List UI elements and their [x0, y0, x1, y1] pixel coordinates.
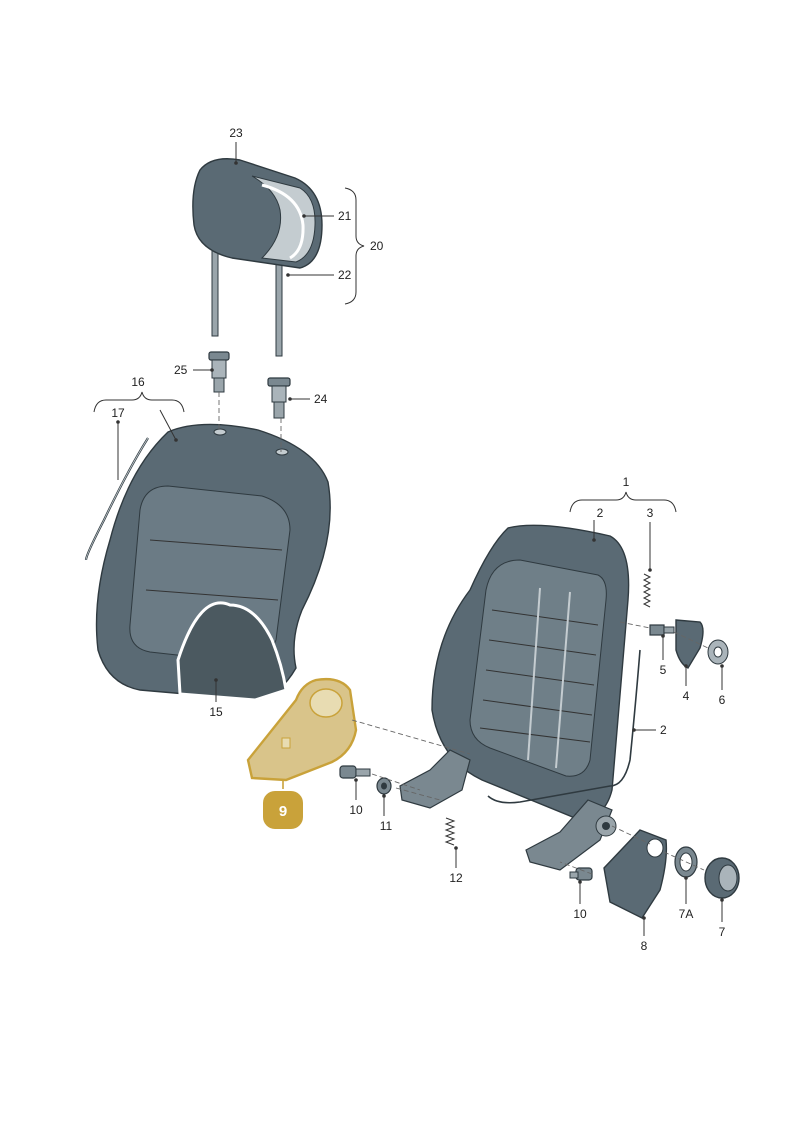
headrest-cover-cutaway — [251, 175, 316, 263]
callout-labels: 23 21 20 22 25 24 16 17 15 1 2 3 5 4 6 2… — [111, 126, 725, 953]
callout-20: 20 — [370, 239, 384, 253]
callout-5: 5 — [660, 663, 667, 677]
backrest-frame[interactable] — [399, 524, 630, 871]
callout-10-left: 10 — [349, 803, 363, 817]
bolt-5[interactable] — [649, 624, 675, 636]
callout-25: 25 — [174, 363, 188, 377]
nut-11[interactable] — [376, 777, 392, 795]
callout-17: 17 — [111, 406, 125, 420]
callout-2-side: 2 — [660, 723, 667, 737]
release-lever-4[interactable] — [675, 619, 704, 669]
headrest[interactable] — [192, 158, 323, 357]
backrest-frame-inner — [469, 559, 607, 777]
backrest-foam-cutaway — [176, 601, 288, 702]
callout-4: 4 — [683, 689, 690, 703]
frame-hinge-right — [525, 799, 613, 871]
leader-lines — [116, 142, 724, 936]
callout-6: 6 — [719, 693, 726, 707]
bowden-cable-2[interactable] — [487, 649, 641, 804]
callout-9: 9 — [279, 803, 287, 820]
callout-8: 8 — [641, 939, 648, 953]
hinge-cover-8[interactable] — [603, 829, 668, 919]
callout-2-top: 2 — [597, 506, 604, 520]
highlighted-part-9[interactable] — [246, 677, 358, 782]
headrest-guide-25[interactable] — [208, 351, 230, 393]
callout-10-right: 10 — [573, 907, 587, 921]
spring-12[interactable] — [444, 817, 456, 846]
tension-spring-3[interactable] — [642, 573, 652, 608]
frame-hinge-left — [399, 749, 471, 809]
headrest-foam-edge — [261, 183, 305, 260]
callout-22: 22 — [338, 268, 352, 282]
callout-7: 7 — [719, 925, 726, 939]
callout-16: 16 — [131, 375, 145, 389]
clip-6[interactable] — [707, 639, 729, 665]
callout-7a: 7A — [679, 907, 694, 921]
bolt-10-left[interactable] — [339, 765, 371, 779]
headrest-guide-24[interactable] — [267, 377, 291, 419]
callout-11: 11 — [380, 819, 393, 833]
callout-1: 1 — [623, 475, 630, 489]
callout-23: 23 — [229, 126, 243, 140]
callout-3: 3 — [647, 506, 654, 520]
group-brackets — [93, 187, 677, 513]
callout-15: 15 — [209, 705, 223, 719]
callout-24: 24 — [314, 392, 328, 406]
callout-12: 12 — [449, 871, 463, 885]
callout-21: 21 — [338, 209, 352, 223]
adjuster-knob-7[interactable] — [704, 857, 740, 899]
callout-9-badge[interactable]: 9 — [261, 789, 305, 831]
backrest-cover[interactable] — [95, 423, 331, 702]
